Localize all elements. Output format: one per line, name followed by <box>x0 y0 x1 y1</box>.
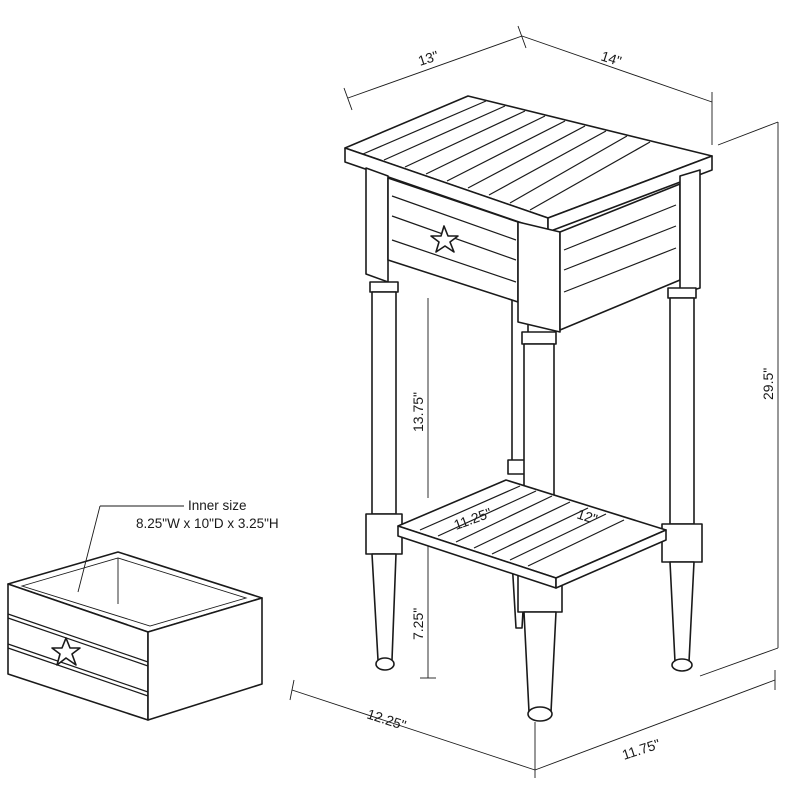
side-table-drawing <box>344 95 713 722</box>
height-label: 29.5" <box>760 368 776 400</box>
base-depth-label: 11.75" <box>620 736 662 763</box>
tabletop <box>344 95 713 233</box>
bottom-shelf <box>397 479 667 589</box>
top-width-label: 13" <box>416 47 441 69</box>
base-width-label: 12.25" <box>365 706 408 734</box>
lower-clearance-label: 7.25" <box>410 608 426 640</box>
callout-title: Inner size <box>188 498 247 513</box>
drawer-drawing <box>7 505 263 721</box>
callout-size: 8.25"W x 10"D x 3.25"H <box>136 516 279 531</box>
shelf-depth-label: 12" <box>575 506 600 528</box>
drawer-callout: Inner size 8.25"W x 10"D x 3.25"H <box>136 498 279 531</box>
starfish-knob-icon <box>430 225 459 253</box>
starfish-knob-icon <box>51 637 81 666</box>
upper-clearance-label: 13.75" <box>410 392 426 432</box>
callout-leader <box>77 505 101 593</box>
top-depth-label: 14" <box>599 48 624 70</box>
